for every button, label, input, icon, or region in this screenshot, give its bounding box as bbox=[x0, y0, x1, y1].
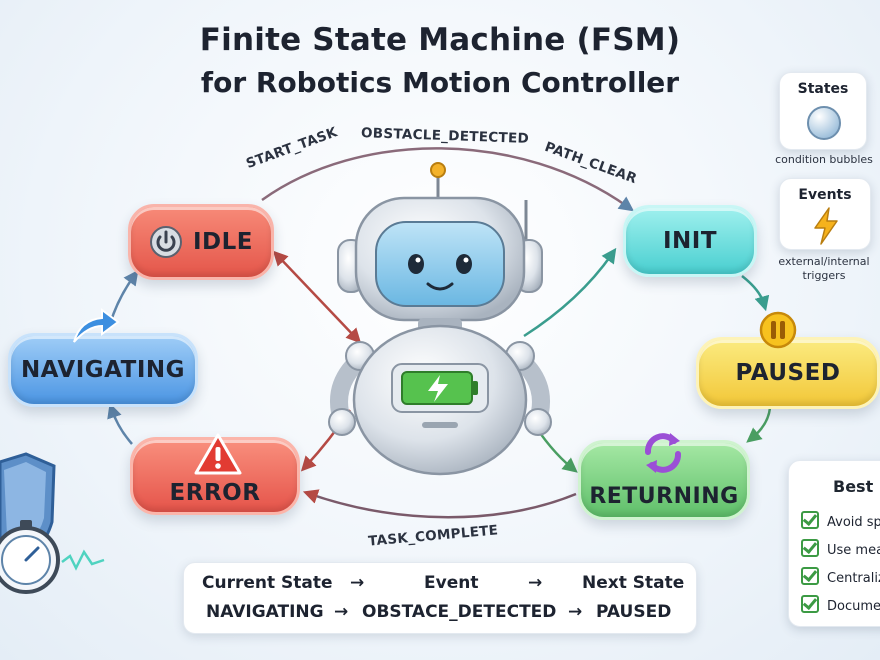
flow-header-next: Next State bbox=[582, 573, 685, 593]
diagram-subtitle: for Robotics Motion Controller bbox=[200, 66, 680, 99]
arrow-init-paused bbox=[741, 275, 770, 312]
state-returning: RETURNING bbox=[578, 440, 750, 520]
best-practices-title: Best bbox=[833, 477, 874, 496]
legend-events-caption-1: external/internal bbox=[778, 255, 870, 268]
bubble-icon bbox=[807, 106, 841, 140]
checkbox-icon bbox=[801, 511, 819, 529]
state-paused-label: PAUSED bbox=[735, 360, 841, 386]
flow-example-event: OBSTACE_DETECTED bbox=[362, 602, 557, 622]
best-practices-card: Best Avoid sp Use mea Centraliz Docume bbox=[788, 460, 880, 627]
state-error-label: ERROR bbox=[169, 480, 261, 506]
pause-icon bbox=[759, 311, 797, 349]
best-practice-item: Use mea bbox=[801, 539, 880, 558]
arrow-idle-robot bbox=[272, 250, 362, 344]
flow-arrow-1: → bbox=[350, 573, 365, 593]
state-init-label: INIT bbox=[662, 228, 718, 254]
flow-example-next: PAUSED bbox=[596, 602, 672, 622]
lightning-icon bbox=[814, 207, 838, 245]
warning-icon bbox=[194, 433, 242, 475]
checkbox-icon bbox=[801, 567, 819, 585]
cycle-arrows-icon bbox=[645, 433, 681, 473]
flow-arrow-4: → bbox=[568, 602, 583, 622]
arrow-paused-returning bbox=[746, 407, 772, 443]
diagram-title: Finite State Machine (FSM) bbox=[199, 22, 681, 58]
legend-events-title: Events bbox=[798, 187, 852, 203]
flow-header-event: Event bbox=[424, 573, 479, 593]
state-idle-label: IDLE bbox=[192, 229, 254, 255]
legend-states-card: States bbox=[779, 72, 867, 150]
flow-arrow-2: → bbox=[528, 573, 543, 593]
robot-icon bbox=[328, 162, 552, 476]
transition-example-box: Current State → Event → Next State NAVIG… bbox=[183, 562, 697, 634]
arrow-error-navigating bbox=[107, 402, 133, 445]
shield-stopwatch-icon bbox=[0, 452, 105, 594]
legend-events-caption-2: triggers bbox=[802, 269, 846, 282]
arrow-robot-init bbox=[523, 247, 617, 338]
flow-arrow-3: → bbox=[334, 602, 349, 622]
arrow-icon bbox=[73, 308, 120, 343]
state-returning-label: RETURNING bbox=[589, 484, 739, 509]
power-icon bbox=[149, 226, 182, 258]
best-practice-item: Centraliz bbox=[801, 567, 880, 586]
flow-example-current: NAVIGATING bbox=[206, 602, 324, 622]
flow-header-current: Current State bbox=[202, 573, 333, 593]
checkbox-icon bbox=[801, 539, 819, 557]
checkbox-icon bbox=[801, 595, 819, 613]
arc-idle-to-init bbox=[261, 147, 635, 212]
best-practice-item: Avoid sp bbox=[801, 511, 880, 530]
state-navigating-label: NAVIGATING bbox=[20, 357, 186, 383]
arc-returning-to-error bbox=[302, 489, 577, 519]
state-init: INIT bbox=[623, 205, 757, 277]
legend-states-caption: condition bubbles bbox=[775, 153, 873, 166]
legend-events-card: Events bbox=[779, 178, 871, 250]
legend-states-title: States bbox=[797, 81, 849, 97]
state-idle: IDLE bbox=[128, 204, 274, 280]
best-practice-item: Docume bbox=[801, 595, 880, 614]
